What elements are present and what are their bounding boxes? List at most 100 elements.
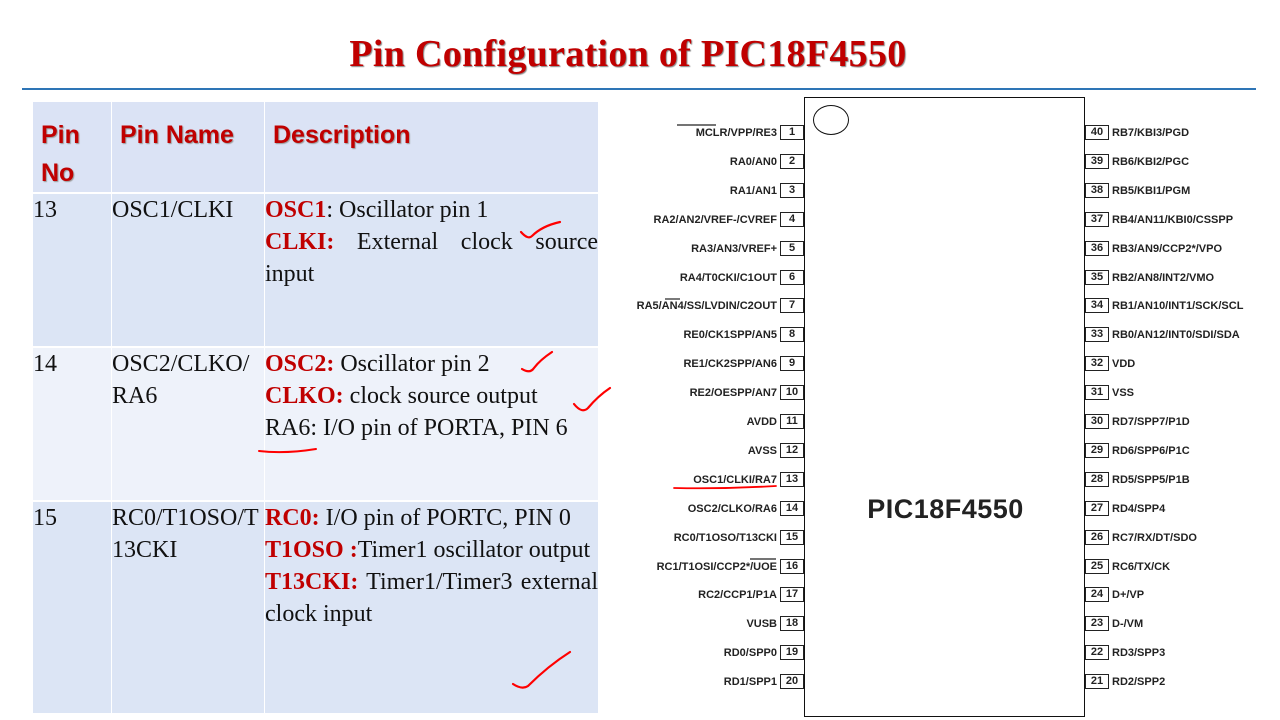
pin-number-box: 10 [780,385,804,401]
pin-number-box: 15 [780,529,804,545]
keyword: RC0: [265,505,320,531]
pin-label: RD6/SPP6/P1C [1112,444,1190,457]
pin-number-box: 24 [1085,587,1109,603]
description-text: : Oscillator pin 1 [326,197,489,223]
pin-label: D-/VM [1112,618,1144,631]
pin-label: RE0/CK1SPP/AN5 [683,329,777,342]
header-pin-no: Pin No [41,121,80,187]
pin-number-box: 36 [1085,240,1109,256]
pin-label: RC0/T1OSO/T13CKI [673,531,777,544]
pin-number-box: 11 [780,414,804,429]
pin-label: RC1/T1OSI/CCP2*/UOE [656,560,777,573]
pin-label: AVDD [746,416,777,428]
pin-number-box: 39 [1085,153,1109,169]
pin-number-box: 1 [780,125,804,140]
keyword: T13CKI: [265,569,359,595]
pin-number-box: 40 [1085,125,1109,140]
pin-label: RB0/AN12/INT0/SDI/SDA [1112,329,1240,342]
pin-label: RB6/KBI2/PGC [1112,155,1190,168]
header-pin-name: Pin Name [111,102,265,193]
pin-label: D+/VP [1112,589,1145,602]
pin-label: RB4/AN11/KBI0/CSSPP [1112,213,1234,226]
pin-label: RD7/SPP7/P1D [1112,416,1190,428]
pin-number-box: 20 [780,674,804,690]
pin-5: RA3/AN3/VREF+5 [560,240,804,256]
pin-label: RB3/AN9/CCP2*/VPO [1112,242,1223,255]
pin-number-cell: 13 [33,197,57,223]
pin-number-box: 16 [780,558,804,574]
pin1-notch-icon [813,105,849,135]
pin-label: VUSB [746,618,777,631]
pin-label: RA0/AN0 [729,155,777,168]
pin-number-cell: 14 [33,346,112,501]
pin-number-box: 21 [1085,674,1109,690]
pin-label: RD5/SPP5/P1B [1112,473,1190,486]
table-row: 15 RC0/T1OSO/T13CKI RC0: I/O pin of PORT… [33,500,598,713]
pin-number-box: 7 [780,298,804,314]
description-line: T1OSO :Timer1 oscillator output [265,534,598,566]
pin-label: OSC2/CLKO/RA6 [687,502,777,515]
pin-number-box: 19 [780,645,804,661]
pin-label: RB1/AN10/INT1/SCK/SCL [1112,300,1244,313]
title-divider [22,88,1256,90]
pin-label: RB2/AN8/INT2/VMO [1112,271,1215,284]
pin-number-box: 14 [780,500,804,516]
description-text: RA6: I/O pin of PORTA, PIN 6 [265,415,568,441]
keyword: CLKO: [265,383,344,409]
pin-name-cell: OSC2/CLKO/RA6 [111,346,265,501]
pin-number-box: 2 [780,153,804,169]
pin-label: RD2/SPP2 [1112,676,1166,689]
keyword: OSC1 [265,197,327,223]
keyword: CLKI: [265,229,335,255]
pin-label: OSC1/CLKI/RA7 [693,473,777,486]
pin-label: RA5/AN4/SS/LVDIN/C2OUT [636,300,777,313]
keyword: OSC2: [265,351,335,377]
pin-label: RA1/AN1 [729,184,777,197]
pin-label: RD0/SPP0 [723,647,777,660]
pin-number-cell: 15 [33,500,112,713]
description-line: T13CKI: Timer1/Timer3 external clock inp… [265,566,598,630]
pin-number-box: 8 [780,327,804,343]
description-text: Timer1 oscillator output [357,537,591,563]
description-text: clock source output [343,383,538,409]
keyword: T1OSO : [265,537,358,563]
pin-label: RB7/KBI3/PGD [1112,127,1190,139]
pin-label: RD4/SPP4 [1112,502,1166,515]
pin-number-box: 38 [1085,182,1109,198]
description-line: CLKO: clock source output [265,380,598,412]
pin-number-box: 9 [780,356,804,372]
pin-label: AVSS [747,444,777,457]
pin-label: VDD [1112,358,1136,371]
pin-name-cell: OSC1/CLKI [111,193,265,347]
pin-number-box: 13 [780,471,804,487]
pin-label: RB5/KBI1/PGM [1112,184,1191,197]
table-row: 14 OSC2/CLKO/RA6 OSC2: Oscillator pin 2 … [33,346,598,501]
pin-label: VSS [1112,387,1135,400]
